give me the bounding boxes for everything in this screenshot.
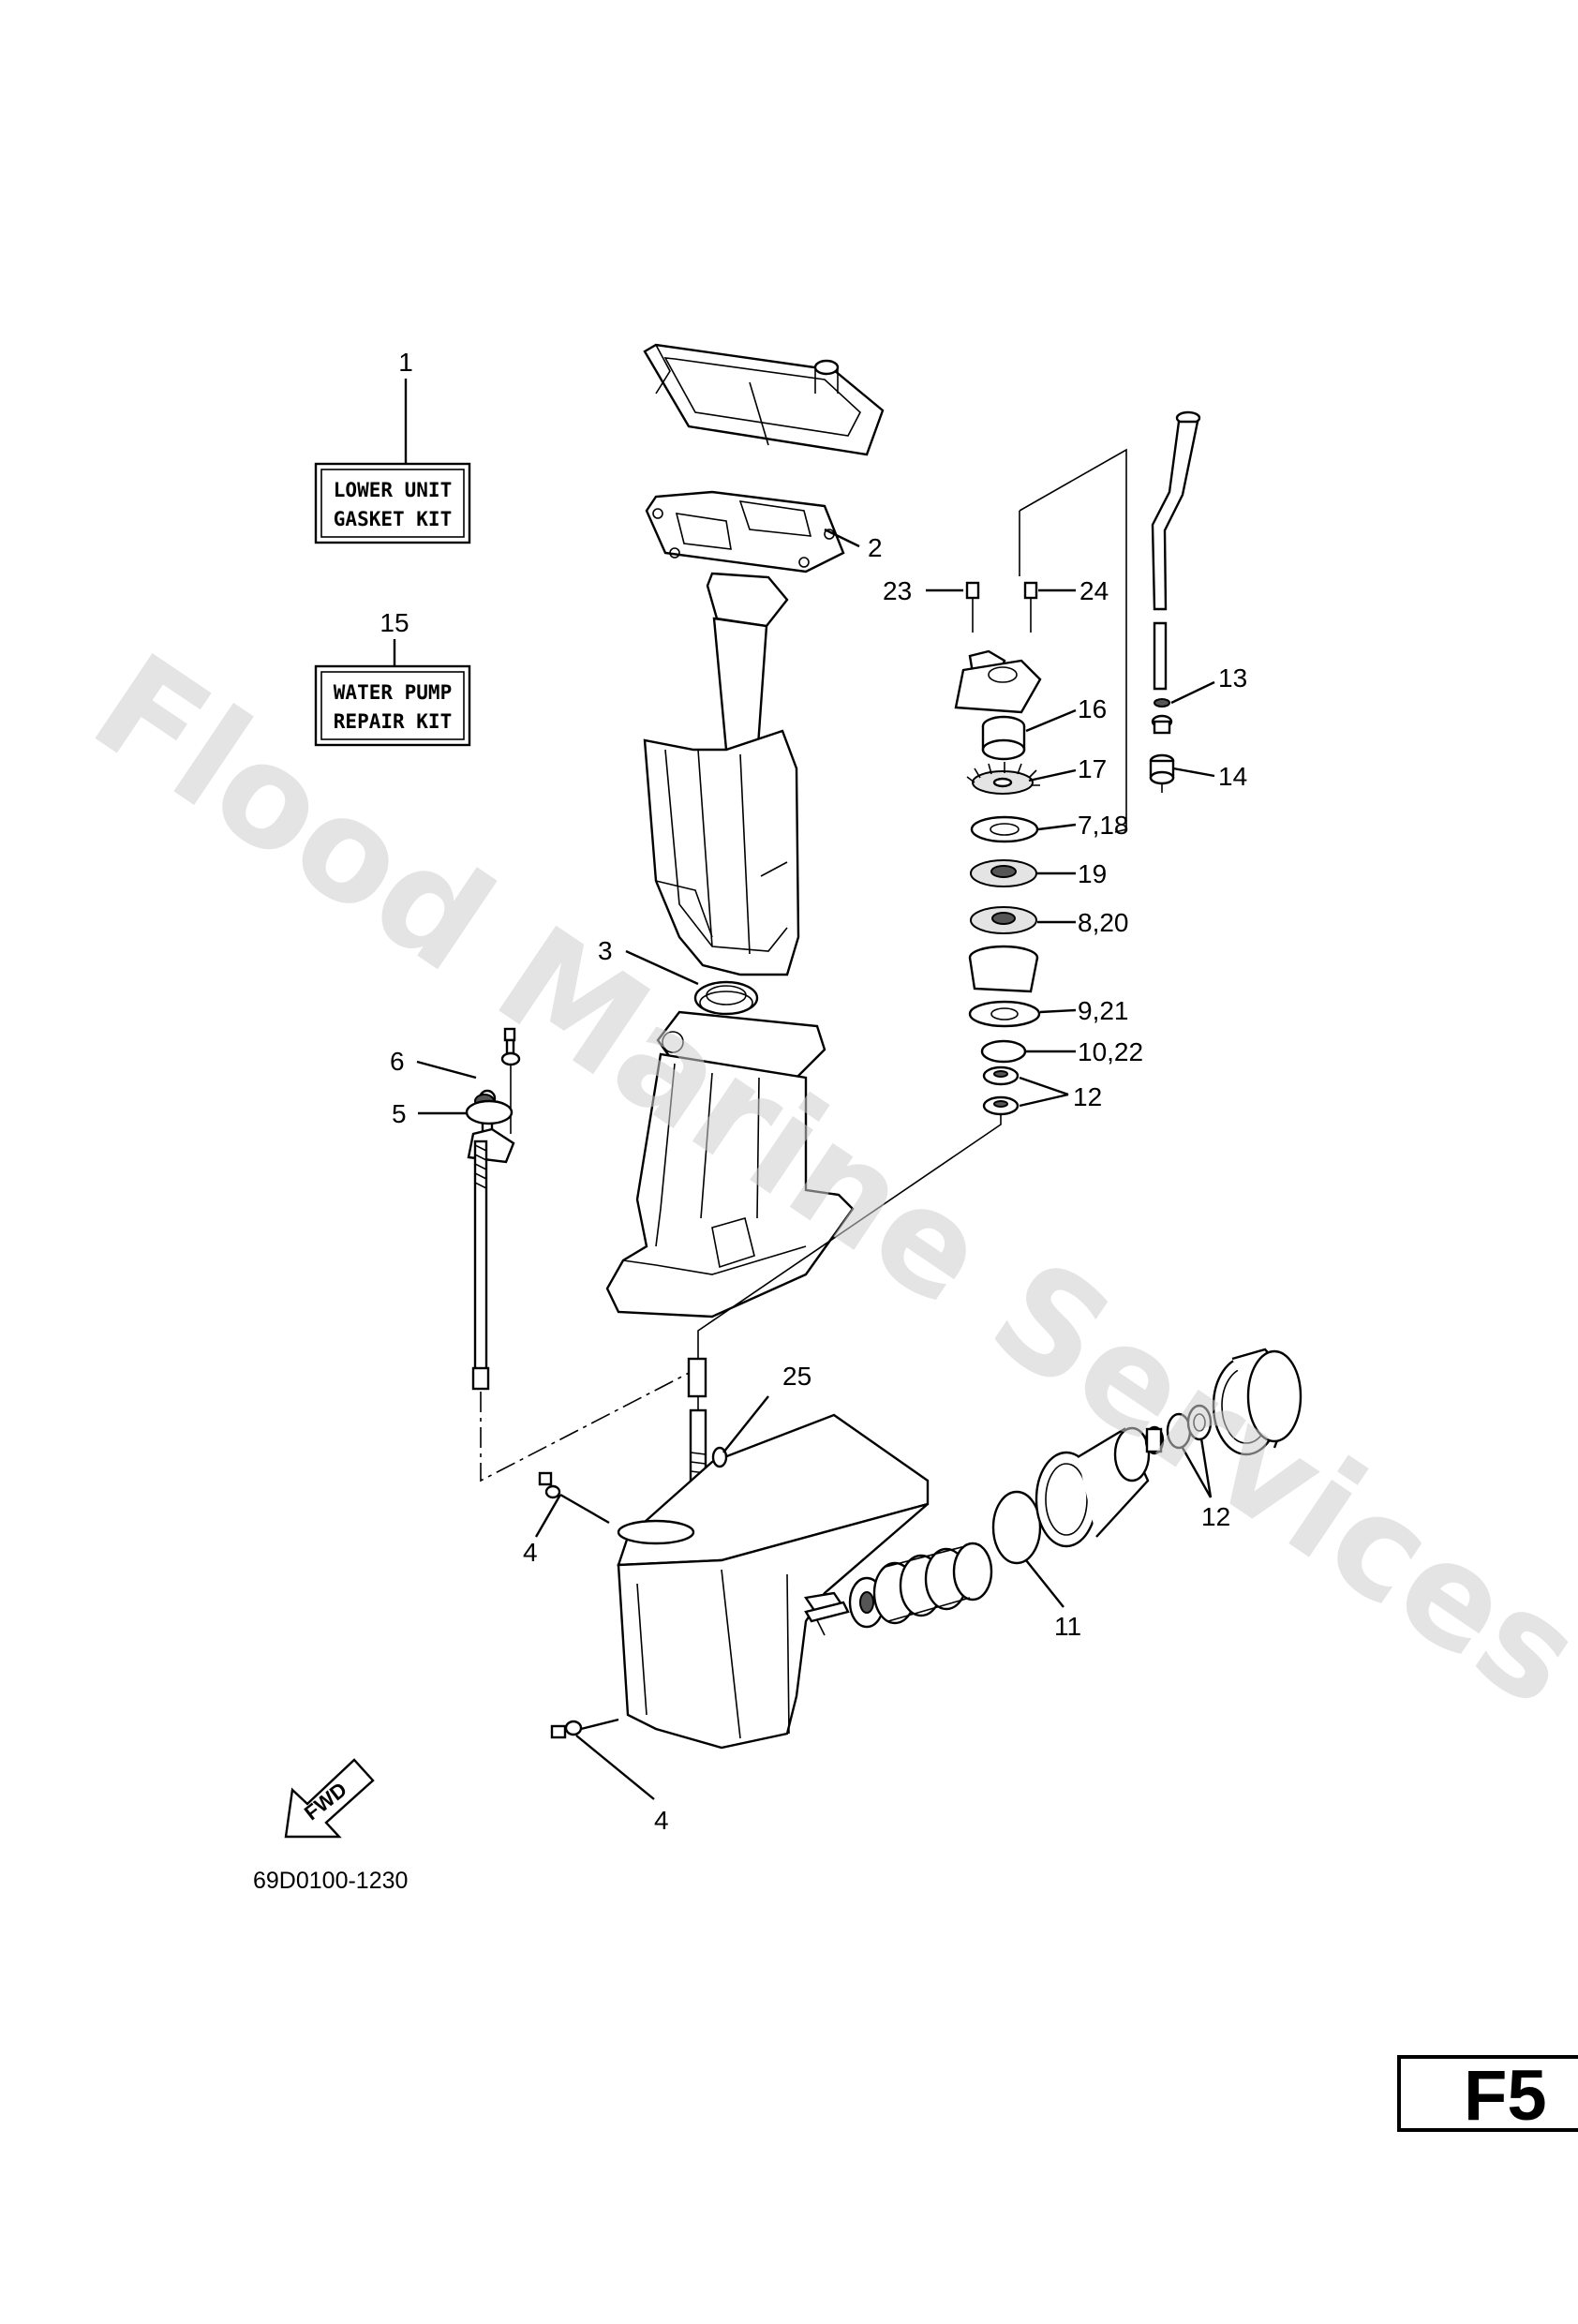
callout-6: 6 [390, 1047, 405, 1076]
callout-11: 11 [1054, 1612, 1081, 1641]
bolt-23 [965, 581, 980, 633]
leader-7-18 [1037, 823, 1077, 831]
leader-11 [1025, 1559, 1064, 1608]
shift-rod-guide-line [480, 1367, 699, 1482]
kit-1-line1: LOWER UNIT [334, 479, 452, 501]
water-tube [1151, 410, 1201, 691]
page-tag: F5 [1464, 2056, 1547, 2136]
top-gasket-plate [643, 343, 885, 456]
o-ring-11 [991, 1490, 1042, 1565]
propeller-cap [1212, 1348, 1303, 1456]
callout-4-lower: 4 [654, 1806, 669, 1835]
seal-3 [693, 980, 759, 1016]
callout-10-22: 10,22 [1078, 1037, 1143, 1066]
cartridge-8-20 [970, 906, 1037, 934]
leader-25 [722, 1395, 769, 1453]
drawing-code: 69D0100-1230 [253, 1868, 408, 1894]
callout-7-18: 7,18 [1078, 811, 1129, 840]
leader-9-21 [1039, 1008, 1077, 1014]
drain-plug-4-upper [538, 1471, 561, 1499]
kit-box-lower-unit-gasket: 1 LOWER UNIT GASKET KIT [314, 348, 471, 544]
kit-box-water-pump-repair: 15 WATER PUMP REPAIR KIT [314, 608, 471, 747]
grommet-13 [1151, 698, 1173, 735]
impeller-17 [966, 762, 1040, 795]
kit-15-number: 15 [380, 608, 409, 637]
pump-insert-16 [981, 715, 1026, 761]
clip-25 [711, 1446, 728, 1468]
drain-plug-4-lower [550, 1720, 583, 1739]
bolt-24 [1023, 581, 1038, 633]
callout-25: 25 [782, 1362, 811, 1391]
seal-14 [1149, 753, 1175, 785]
callout-19: 19 [1078, 859, 1107, 888]
leader-16 [1025, 708, 1077, 733]
kit-1-line2: GASKET KIT [334, 508, 452, 530]
leader-6 [416, 1060, 477, 1080]
kit-15-line2: REPAIR KIT [334, 710, 452, 733]
callout-13: 13 [1218, 663, 1247, 693]
o-ring-10-22 [980, 1039, 1027, 1064]
leader-4-upper [534, 1494, 562, 1538]
callout-2: 2 [868, 533, 883, 562]
gasket-7-18 [970, 815, 1039, 843]
shift-rod [471, 1140, 490, 1391]
callout-5: 5 [392, 1099, 407, 1128]
driveshaft-housing [643, 572, 800, 976]
callout-8-20: 8,20 [1078, 908, 1129, 937]
kit-1-number: 1 [398, 348, 413, 377]
bearing-housing [1035, 1426, 1151, 1548]
pump-guide-line-right [1019, 448, 1127, 833]
callout-16: 16 [1078, 694, 1107, 723]
o-ring-5 [465, 1099, 514, 1125]
callout-12-lower: 12 [1201, 1502, 1230, 1531]
upper-casing [605, 1010, 855, 1318]
outer-plate-19 [970, 859, 1037, 887]
callout-17: 17 [1078, 754, 1107, 783]
leader-12-upper-a [1019, 1076, 1069, 1096]
leader-14 [1172, 767, 1215, 778]
callout-9-21: 9,21 [1078, 996, 1129, 1025]
leader-3 [625, 949, 699, 986]
fwd-arrow: FWD [284, 1758, 375, 1839]
leader-12-lower-a [1181, 1447, 1213, 1498]
page-tag-box: F5 [1397, 2055, 1578, 2136]
callout-3: 3 [598, 936, 613, 965]
callout-14: 14 [1218, 762, 1247, 791]
propeller-shaft-bearings [804, 1542, 993, 1629]
callout-12-upper: 12 [1073, 1082, 1102, 1111]
water-pump-housing [954, 649, 1042, 714]
leader-12-upper-b [1019, 1093, 1069, 1108]
callout-23: 23 [883, 576, 912, 605]
leader-4-lower [575, 1735, 655, 1800]
leader-2 [824, 528, 860, 548]
pump-base [968, 945, 1039, 993]
callout-4-upper: 4 [523, 1538, 538, 1567]
seals-12-lower [1144, 1404, 1213, 1455]
leader-13 [1170, 680, 1215, 705]
leader-17 [1028, 768, 1077, 782]
upper-gasket-2 [645, 490, 845, 574]
gasket-9-21 [968, 1000, 1041, 1028]
pump-driveshaft-line [697, 1115, 1002, 1378]
oil-seals-12-upper [982, 1065, 1020, 1116]
kit-15-line1: WATER PUMP [334, 681, 452, 704]
callout-24: 24 [1079, 576, 1109, 605]
